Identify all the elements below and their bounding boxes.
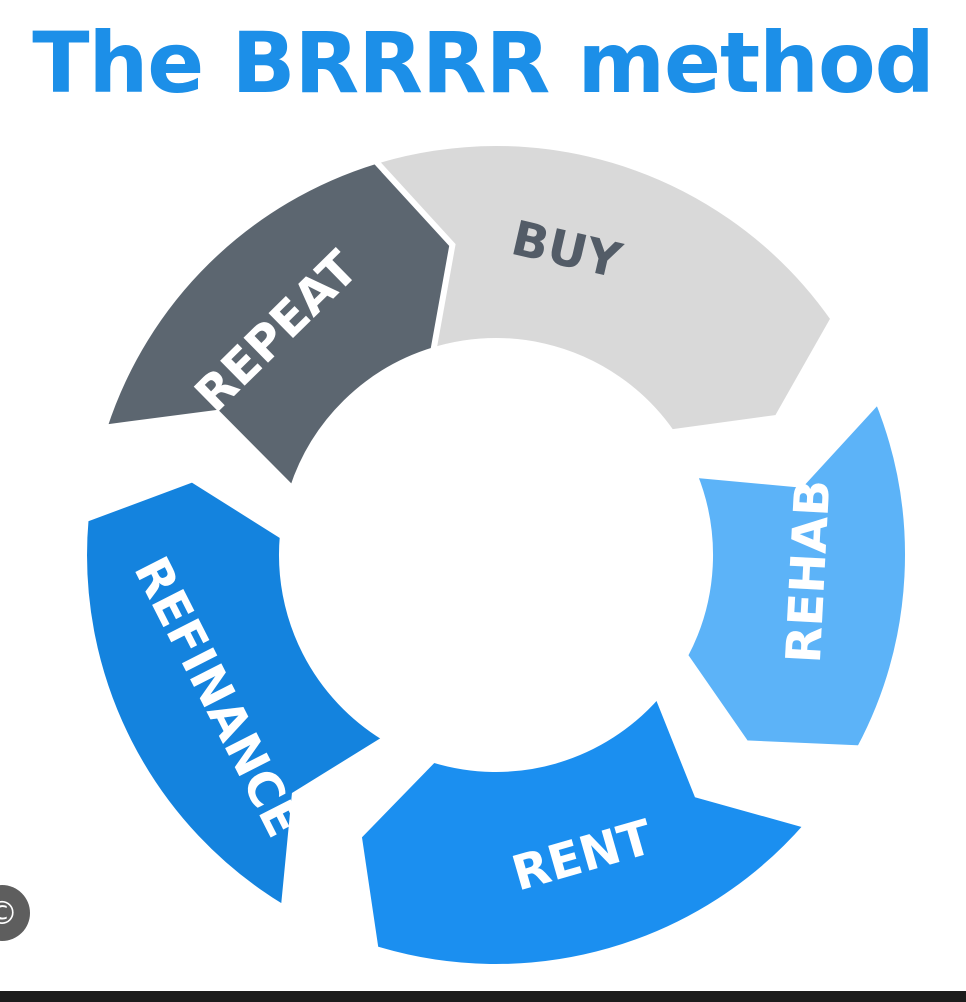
bottom-bar xyxy=(0,991,966,1002)
stage-refinance-segment xyxy=(81,475,392,914)
stage-repeat-segment xyxy=(99,157,456,495)
stage-buy-segment xyxy=(290,140,838,436)
stage-rehab-label: REHAB xyxy=(776,478,842,664)
stage-rent-segment xyxy=(355,689,813,970)
diagram-title: The BRRRR method xyxy=(32,14,935,112)
stage-rehab-segment xyxy=(681,395,911,752)
